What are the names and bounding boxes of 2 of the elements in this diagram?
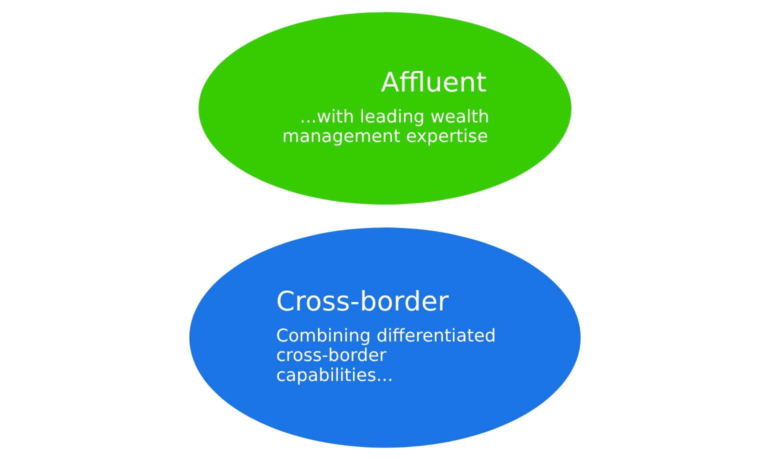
node-ellipse: Affluent ...with leading wealth management expertise [198,12,572,205]
node-ellipse: Cross-border Combining differentiated cross-border capabilities... [189,228,581,448]
